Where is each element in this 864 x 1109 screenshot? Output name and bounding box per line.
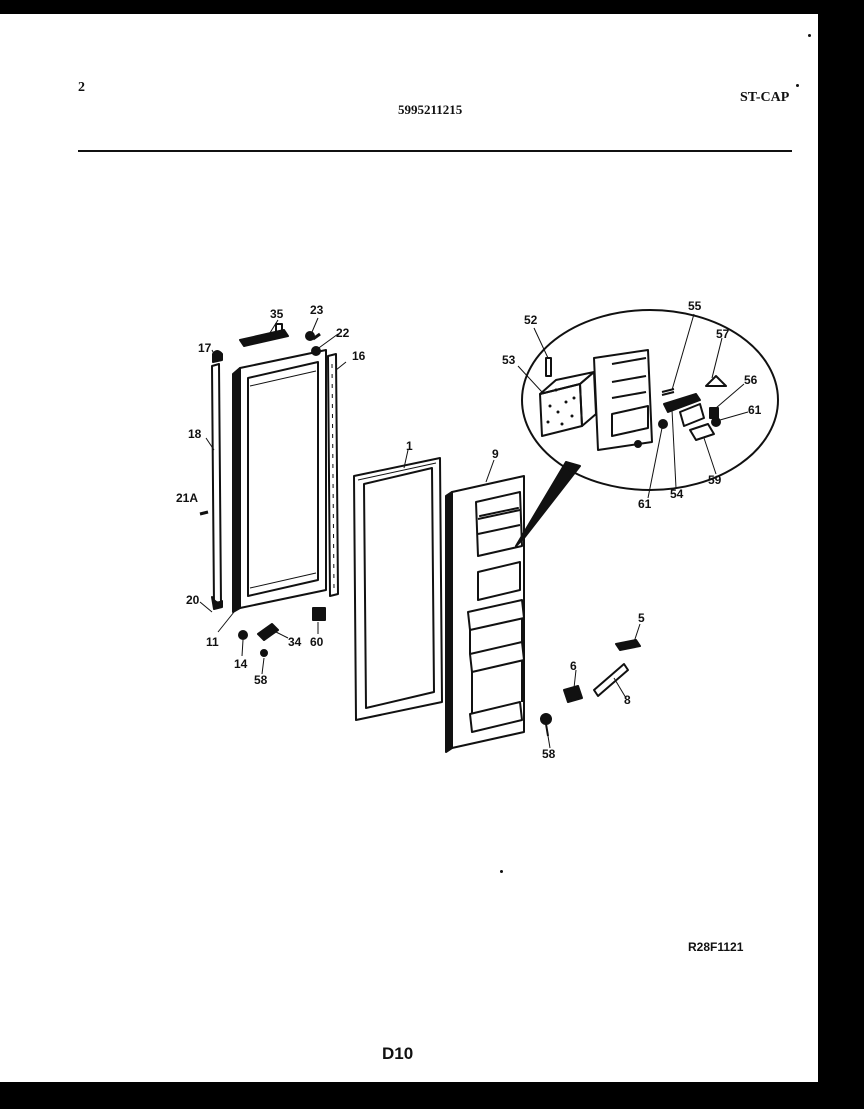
door-liner-frame — [232, 349, 327, 613]
callout-54: 54 — [670, 487, 684, 501]
callout-8: 8 — [624, 693, 631, 707]
callout-6: 6 — [570, 659, 577, 673]
model-code: ST-CAP — [740, 90, 790, 105]
top-hinge-bracket — [239, 323, 289, 347]
hinge-part — [257, 623, 279, 641]
screw-part — [305, 331, 315, 341]
callout-17: 17 — [198, 341, 212, 355]
callout-56: 56 — [744, 373, 758, 387]
callout-22: 22 — [336, 326, 350, 340]
detail-pointer — [515, 461, 581, 547]
exploded-parts-diagram: 17 18 21A 20 11 14 58 34 60 35 23 22 16 … — [176, 299, 779, 761]
callout-52: 52 — [524, 313, 538, 327]
detail-circle — [521, 309, 779, 491]
callout-18: 18 — [188, 427, 202, 441]
screw-part — [238, 630, 248, 640]
callout-20: 20 — [186, 593, 200, 607]
header-rule — [78, 150, 792, 152]
door-panel — [445, 475, 525, 753]
callout-23: 23 — [310, 303, 324, 317]
screw-part — [199, 510, 209, 516]
callout-58b: 58 — [542, 747, 556, 761]
callout-5: 5 — [638, 611, 645, 625]
callout-58: 58 — [254, 673, 268, 687]
callout-61b: 61 — [638, 497, 652, 511]
bushing-part — [312, 607, 326, 621]
callout-21a: 21A — [176, 491, 198, 505]
left-door-strip — [211, 350, 223, 610]
door-gasket — [353, 457, 443, 721]
reference-code: R28F1121 — [688, 940, 744, 954]
scan-speck — [500, 870, 503, 873]
callout-61: 61 — [748, 403, 762, 417]
parts-sheet: 2 5995211215 ST-CAP — [0, 14, 818, 1082]
callout-1: 1 — [406, 439, 413, 453]
callout-9: 9 — [492, 447, 499, 461]
page-number: 2 — [78, 80, 85, 95]
scan-speck — [796, 84, 799, 87]
callout-16: 16 — [352, 349, 366, 363]
door-handle-hardware — [540, 639, 641, 737]
callout-35: 35 — [270, 307, 284, 321]
callout-59: 59 — [708, 473, 722, 487]
right-door-strip — [327, 353, 339, 597]
callout-53: 53 — [502, 353, 516, 367]
part-number: 5995211215 — [398, 102, 463, 117]
callout-11: 11 — [206, 635, 219, 649]
callout-14: 14 — [234, 657, 248, 671]
callout-60: 60 — [310, 635, 324, 649]
callout-57: 57 — [716, 327, 730, 341]
callout-34: 34 — [288, 635, 302, 649]
page-id: D10 — [382, 1044, 414, 1063]
callout-55: 55 — [688, 299, 702, 313]
scan-speck — [808, 34, 811, 37]
